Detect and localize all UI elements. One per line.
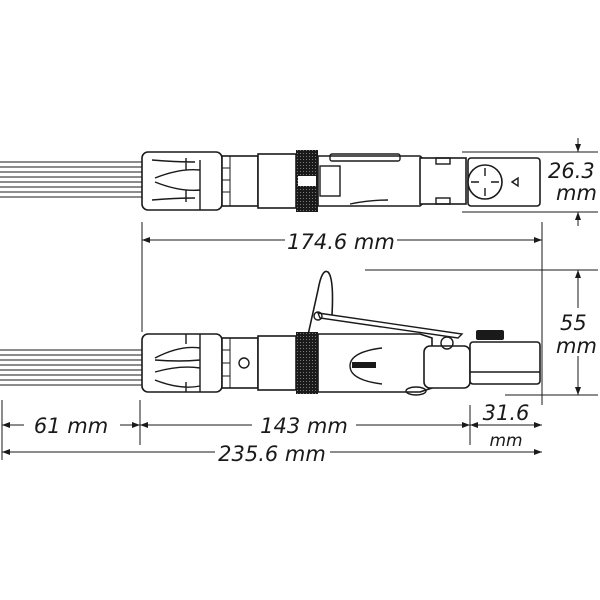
cylinder: [257, 153, 297, 209]
dimension-top-length: 174.6 mm: [141, 222, 543, 405]
body-length-label: 143 mm: [260, 414, 348, 438]
needles: [0, 349, 142, 386]
motor-body: [317, 155, 431, 207]
dimension-side-height: 55 mm: [365, 269, 599, 396]
brand-logo: [352, 362, 376, 368]
head-length-value: 31.6: [483, 401, 530, 425]
side-view-tool: [0, 270, 541, 396]
nose-collar: [141, 333, 223, 393]
cylinder: [257, 335, 297, 391]
knurled-band: [296, 332, 318, 394]
safety-lever-hook: [307, 270, 334, 336]
top-view-tool: [0, 150, 541, 212]
throttle-lever: [316, 312, 464, 339]
needles: [0, 161, 142, 198]
needle-length-label: 61 mm: [34, 414, 108, 438]
dimension-top-height: 26.3 mm: [462, 138, 598, 226]
head-housing: [423, 345, 471, 389]
dimension-bottom-chain: 61 mm 143 mm 31.6 mm 235.6 mm: [1, 400, 542, 466]
top-length-label: 174.6 mm: [287, 230, 395, 254]
head-housing: [419, 157, 467, 205]
head-front: [469, 341, 541, 385]
regulator-knob: [476, 330, 504, 340]
ribbed-sleeve: [221, 155, 259, 207]
top-height-value: 26.3: [548, 159, 595, 183]
overall-length-label: 235.6 mm: [218, 442, 326, 466]
side-height-unit: mm: [556, 334, 597, 358]
top-height-unit: mm: [556, 181, 597, 205]
valve-knob: [467, 164, 503, 200]
side-height-value: 55: [560, 311, 587, 335]
